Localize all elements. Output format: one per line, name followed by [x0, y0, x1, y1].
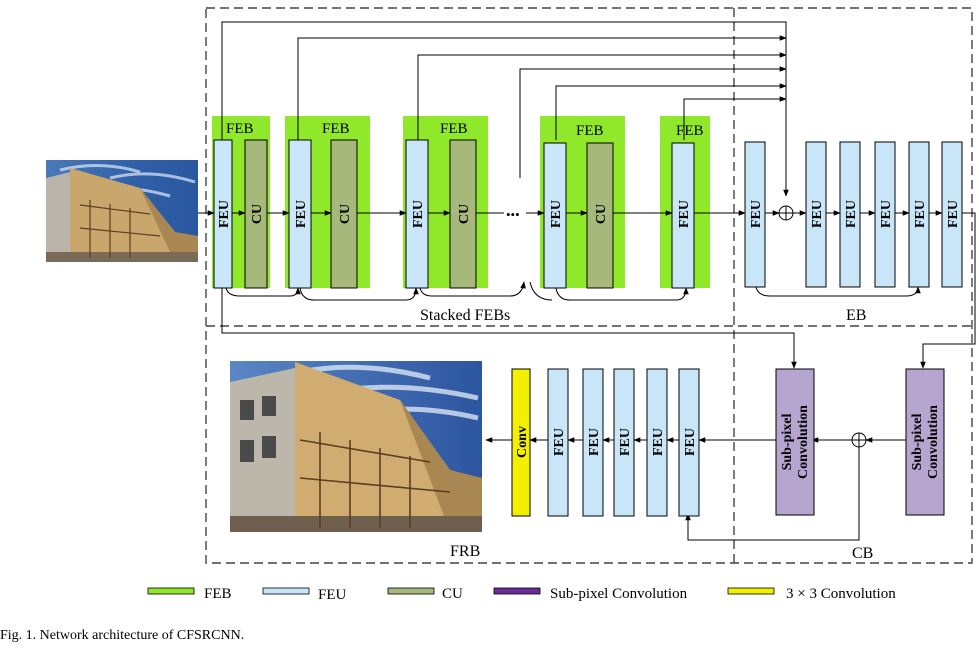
residual-curves	[225, 281, 689, 301]
legend: FEB FEU CU Sub-pixel Convolution 3 × 3 C…	[147, 586, 896, 603]
eb-blocks	[744, 141, 963, 288]
feu-text: FEU	[549, 200, 564, 228]
legend-label: CU	[442, 586, 463, 602]
cu-text: CU	[594, 204, 609, 224]
subpixel-text: Convolution	[796, 405, 811, 479]
feu-text: FEU	[587, 428, 602, 456]
cb-connections	[221, 212, 976, 541]
cb-label: CB	[852, 545, 873, 562]
feu-text: FEU	[913, 200, 928, 228]
cb-blocks	[775, 368, 945, 516]
cu-text: CU	[338, 204, 353, 224]
skip-connections	[221, 21, 789, 197]
feu-text: FEU	[651, 428, 666, 456]
legend-label: FEU	[318, 587, 347, 603]
cu-block	[330, 139, 358, 289]
legend-label: Sub-pixel Convolution	[550, 586, 688, 602]
subpixel-text: Sub-pixel	[910, 413, 925, 470]
subpixel-text: Convolution	[926, 405, 941, 479]
frb-label: FRB	[450, 543, 480, 560]
feu-text: FEU	[217, 200, 232, 228]
feu-text: FEU	[946, 200, 961, 228]
vertical-labels: FEU CU FEU CU FEU CU FEU CU FEU FEU FEU …	[217, 200, 961, 479]
legend-label: 3 × 3 Convolution	[786, 586, 896, 602]
feb-label: FEB	[322, 121, 350, 137]
feu-text: FEU	[618, 428, 633, 456]
region-frames	[205, 7, 973, 564]
feb-labels: FEB FEB FEB FEB FEB	[226, 121, 704, 139]
cu-text: CU	[457, 204, 472, 224]
cu-text: CU	[250, 204, 265, 224]
legend-swatch-cu	[387, 587, 435, 595]
subpixel-conv-block	[905, 368, 945, 516]
feu-block	[744, 141, 766, 288]
eb-label: EB	[846, 307, 866, 324]
ellipsis: •••	[506, 207, 520, 222]
eb-flow	[755, 210, 943, 297]
legend-swatch-feb	[147, 587, 195, 595]
feb-label: FEB	[226, 121, 254, 137]
cu-block	[586, 142, 614, 289]
feu-text: FEU	[879, 200, 894, 228]
stacked-febs-label: Stacked FEBs	[420, 307, 510, 324]
figure-caption: Fig. 1. Network architecture of CFSRCNN.	[0, 628, 245, 643]
input-image	[46, 160, 198, 262]
feu-text: FEU	[810, 200, 825, 228]
legend-swatch-subpixel	[493, 587, 541, 595]
conv-text: Conv	[515, 426, 530, 458]
subpixel-conv-block	[775, 368, 815, 516]
feb-label: FEB	[576, 123, 604, 139]
subpixel-text: Sub-pixel	[780, 413, 795, 470]
legend-swatch-conv	[727, 587, 775, 595]
output-image	[230, 361, 482, 532]
feb-label: FEB	[440, 121, 468, 137]
feu-text: FEU	[683, 428, 698, 456]
legend-swatch-feu	[262, 587, 310, 595]
feu-text: FEU	[411, 200, 426, 228]
feu-text: FEU	[677, 200, 692, 228]
eb-sum-node	[778, 205, 794, 221]
feu-text: FEU	[294, 200, 309, 228]
legend-label: FEB	[204, 586, 232, 602]
region-labels: Stacked FEBs EB FRB CB	[420, 307, 873, 562]
feu-text: FEU	[749, 200, 764, 228]
feu-text: FEU	[552, 428, 567, 456]
feb-label: FEB	[676, 123, 704, 139]
feu-text: FEU	[844, 200, 859, 228]
frb-blocks	[511, 368, 700, 517]
